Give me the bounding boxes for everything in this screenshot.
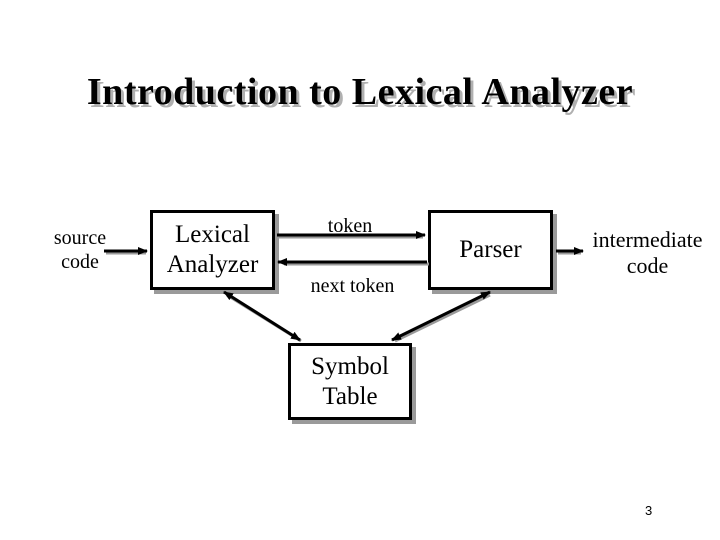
page-number: 3 xyxy=(645,503,653,518)
token-label: token xyxy=(327,215,373,237)
lexical-analyzer-line2: Analyzer xyxy=(166,251,259,278)
slide-title: Introduction to Lexical Analyzer xyxy=(86,71,634,113)
parser-box: Parser xyxy=(428,210,553,290)
source-code-line2: code xyxy=(61,251,99,273)
arrow-lexer-symbol-table xyxy=(223,290,301,342)
intermediate-code-line1: intermediate xyxy=(592,227,703,252)
source-code-line1: source xyxy=(53,227,107,249)
symbol-table-line1: Symbol xyxy=(311,352,389,380)
symbol-table-line2: Table xyxy=(322,382,378,410)
symbol-table-box: Symbol Table xyxy=(288,343,412,420)
lexical-analyzer-line1: Lexical xyxy=(175,221,250,248)
parser-label: Parser xyxy=(459,236,522,263)
arrow-parser-symbol-table xyxy=(391,290,491,342)
source-code-label: source code xyxy=(40,226,120,274)
intermediate-code-line2: code xyxy=(626,253,669,279)
lexical-analyzer-box: Lexical Analyzer xyxy=(150,210,275,290)
intermediate-code-label: intermediate code xyxy=(585,227,710,280)
next-token-label: next token xyxy=(310,275,395,297)
